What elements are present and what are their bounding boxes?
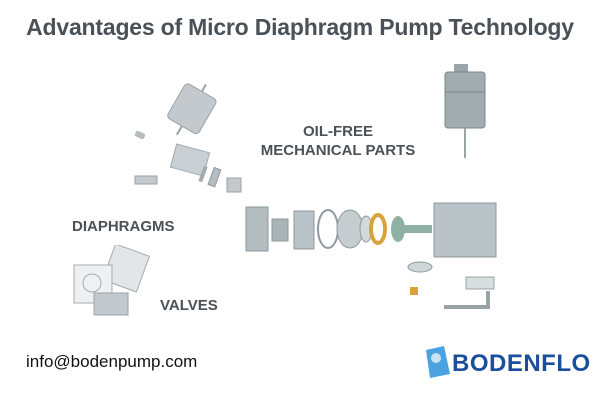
- valves-label: VALVES: [160, 297, 218, 314]
- diaphragms-label: DIAPHRAGMS: [72, 218, 175, 235]
- brand-logo: BODENFLO: [422, 344, 590, 380]
- brand-logo-icon: [426, 346, 450, 378]
- motor-icon: [444, 64, 486, 158]
- brand-name: BODENFLO: [452, 350, 591, 377]
- diaphragm-parts-icon: [245, 202, 497, 309]
- page-title: Advantages of Micro Diaphragm Pump Techn…: [26, 14, 574, 40]
- exploded-pump-icon: [134, 83, 242, 193]
- valve-assembly-icon: [73, 245, 151, 316]
- contact-email[interactable]: info@bodenpump.com: [26, 352, 198, 371]
- oil-free-label: OIL-FREE MECHANICAL PARTS: [260, 123, 416, 159]
